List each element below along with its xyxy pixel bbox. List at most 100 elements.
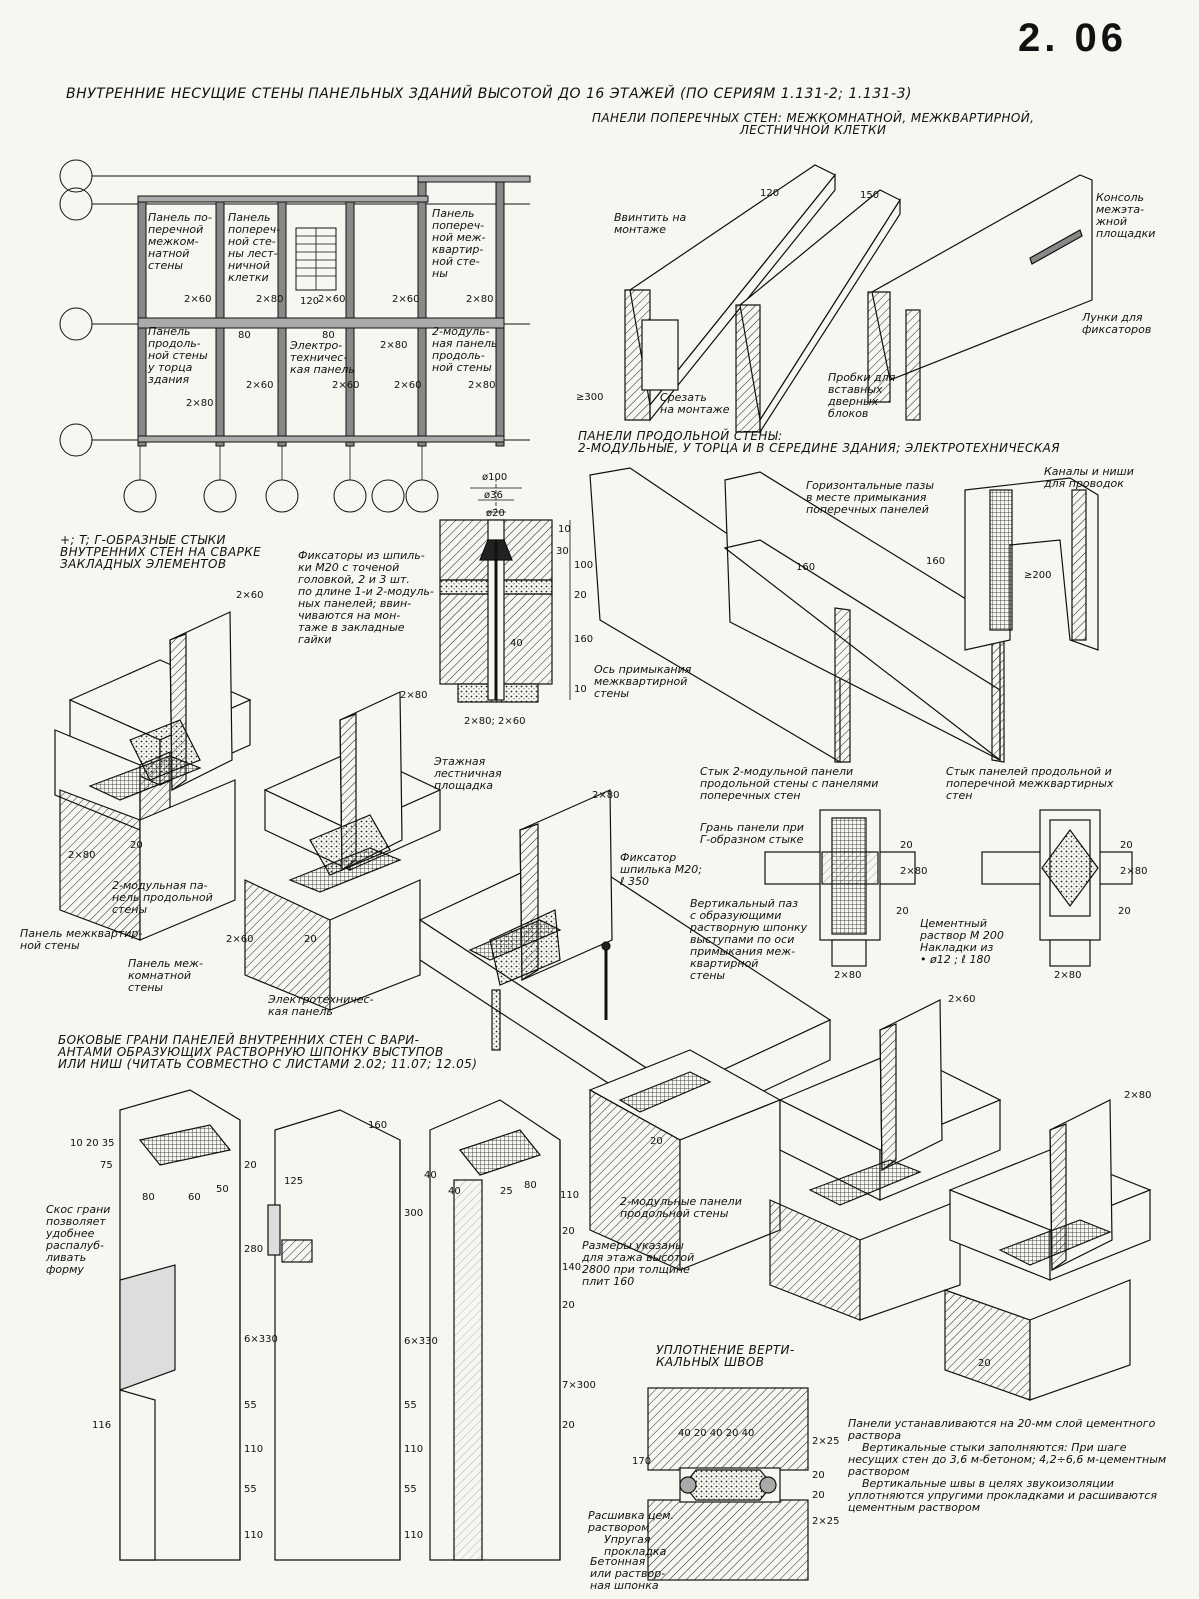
seal-dim: 2×25 xyxy=(812,1516,840,1527)
sheet-title: ВНУТРЕННИЕ НЕСУЩИЕ СТЕНЫ ПАНЕЛЬНЫХ ЗДАНИ… xyxy=(66,86,912,102)
plan-dim: 2×60 xyxy=(318,294,346,305)
side-dim: 50 xyxy=(216,1184,229,1195)
floor-plan xyxy=(59,159,531,513)
axis-bubble xyxy=(265,479,299,513)
joints-dim: 2×80 xyxy=(592,790,620,801)
seal-dim: 20 xyxy=(812,1470,825,1481)
joints-label: Этажная лестничная площадка xyxy=(434,755,502,792)
fixator-dim: ø100 xyxy=(482,472,508,483)
axis-bubble xyxy=(123,479,157,513)
seal-dim: 40 20 40 20 40 xyxy=(678,1428,755,1439)
plan-dim: 2×60 xyxy=(332,380,360,391)
side-dim: 280 xyxy=(244,1244,264,1255)
plan-dim: 2×60 xyxy=(392,294,420,305)
plan-dim: 2×80 xyxy=(468,380,496,391)
transverse-label: Лунки для фиксаторов xyxy=(1082,311,1152,336)
axis-bubble xyxy=(59,187,93,221)
axis-bubble xyxy=(203,479,237,513)
fixator-dim: 160 xyxy=(574,634,594,645)
plan-joint-dim: 20 xyxy=(896,906,909,917)
longitudinal-dim: 160 xyxy=(926,556,946,567)
axis-bubble xyxy=(59,307,93,341)
axis-bubble xyxy=(371,479,405,513)
side-dim: 25 xyxy=(500,1186,513,1197)
transverse-label: Консоль межэтa- жной площадки xyxy=(1096,191,1156,240)
seal-dim: 20 xyxy=(812,1490,825,1501)
side-dim: 6×330 xyxy=(244,1334,278,1345)
plan-dim: 80 xyxy=(238,330,251,341)
fixator-dim: 100 xyxy=(574,560,594,571)
seal-header: УПЛОТНЕНИЕ ВЕРТИ- КАЛЬНЫХ ШВОВ xyxy=(656,1343,795,1369)
side-dim: 7×300 xyxy=(562,1380,596,1391)
plan-joint-label: Стык 2-модульной панели продольной стены… xyxy=(700,765,879,802)
side-dim: 55 xyxy=(404,1400,417,1411)
plan-joint-left xyxy=(764,809,916,967)
side-dim: 80 xyxy=(142,1192,155,1203)
side-dim: 116 xyxy=(92,1420,112,1431)
side-face-1 xyxy=(119,1089,241,1561)
side-face-2 xyxy=(267,1109,401,1561)
joints-dim: 20 xyxy=(304,934,317,945)
side-dim: 6×330 xyxy=(404,1336,438,1347)
seal-dim: 2×25 xyxy=(812,1436,840,1447)
joints-label: Панель межквартир- ной стены xyxy=(20,927,143,952)
axis-bubble xyxy=(59,159,93,193)
fixator-dim: 30 xyxy=(556,546,569,557)
seal-label: Расшивка цем. раствором xyxy=(588,1509,675,1534)
panel-stair xyxy=(871,174,1093,381)
joints-dim: 2×60 xyxy=(236,590,264,601)
joints-label: Вертикальный паз с образующими растворну… xyxy=(690,897,808,982)
plan-label: Панель попереч- ной меж- квартир- ной ст… xyxy=(432,207,486,280)
side-face-3 xyxy=(429,1099,561,1561)
side-dim: 55 xyxy=(244,1484,257,1495)
axis-bubble xyxy=(333,479,367,513)
fixator-dim: 2×80; 2×60 xyxy=(464,716,526,727)
joints-label: Электротехничес- кая панель xyxy=(268,993,374,1018)
joints-label: Фиксаторы из шпиль- ки М20 с точеной гол… xyxy=(298,549,434,646)
plan-dim: 2×80 xyxy=(256,294,284,305)
junction-bottom-right xyxy=(944,1099,1152,1401)
joints-dim: 20 xyxy=(650,1136,663,1147)
plan-dim: 2×60 xyxy=(394,380,422,391)
junction-tee xyxy=(244,691,442,1011)
longitudinal-label: Каналы и ниши для проводок xyxy=(1044,465,1134,490)
plan-joint-dim: 2×80 xyxy=(834,970,862,981)
longitudinal-label: Ось примыкания межквартирной стены xyxy=(594,663,692,700)
plan-dim: 2×80 xyxy=(466,294,494,305)
side-dim: 110 xyxy=(404,1444,424,1455)
plan-dim: 120 xyxy=(300,296,320,307)
plan-joint-label: Грань панели при Г-образном стыке xyxy=(700,821,804,846)
joints-label: 2-модульная па- нель продольной стены xyxy=(112,879,213,916)
joints-header: +; T; Г-ОБРАЗНЫЕ СТЫКИ ВНУТРЕННИХ СТЕН Н… xyxy=(60,533,262,571)
longitudinal-header: ПАНЕЛИ ПРОДОЛЬНОЙ СТЕНЫ: 2-МОДУЛЬНЫЕ, У … xyxy=(578,429,1061,455)
side-dim: 110 xyxy=(560,1190,580,1201)
side-dim: 160 xyxy=(368,1120,388,1131)
side-faces-header: БОКОВЫЕ ГРАНИ ПАНЕЛЕЙ ВНУТРЕННИХ СТЕН С … xyxy=(58,1033,478,1071)
joints-dim: 20 xyxy=(130,840,143,851)
plan-dim: 2×60 xyxy=(246,380,274,391)
plan-joint-label: Стык панелей продольной и поперечной меж… xyxy=(946,765,1114,802)
side-dim: 75 xyxy=(100,1160,113,1171)
plan-dim: 2×60 xyxy=(184,294,212,305)
side-dim: 300 xyxy=(404,1208,424,1219)
seal-section xyxy=(647,1387,809,1581)
joints-dim: 20 xyxy=(978,1358,991,1369)
longitudinal-panels xyxy=(589,467,1099,764)
side-dim: 80 xyxy=(524,1180,537,1191)
fixator-dim: 40 xyxy=(510,638,523,649)
seal-label: Бетонная или раствор- ная шпонка xyxy=(590,1555,666,1592)
fixator-section xyxy=(439,478,571,703)
side-dim: 20 xyxy=(562,1300,575,1311)
joints-label: Панель меж- комнатной стены xyxy=(128,957,203,994)
side-dim: 40 xyxy=(424,1170,437,1181)
fixator-dim: 20 xyxy=(574,590,587,601)
longitudinal-dim: ≥200 xyxy=(1024,570,1052,581)
junction-long xyxy=(418,789,832,1132)
plan-joint-dim: 2×80 xyxy=(900,866,928,877)
transverse-header: ПАНЕЛИ ПОПЕРЕЧНЫХ СТЕН: МЕЖКОМНАТНОЙ, МЕ… xyxy=(592,111,1035,137)
note-line: Вертикальные стыки заполняются: При шаге… xyxy=(848,1441,1167,1478)
axis-bubble xyxy=(59,423,93,457)
side-dim: 55 xyxy=(404,1484,417,1495)
fixator-dim: ø36 xyxy=(484,490,503,501)
